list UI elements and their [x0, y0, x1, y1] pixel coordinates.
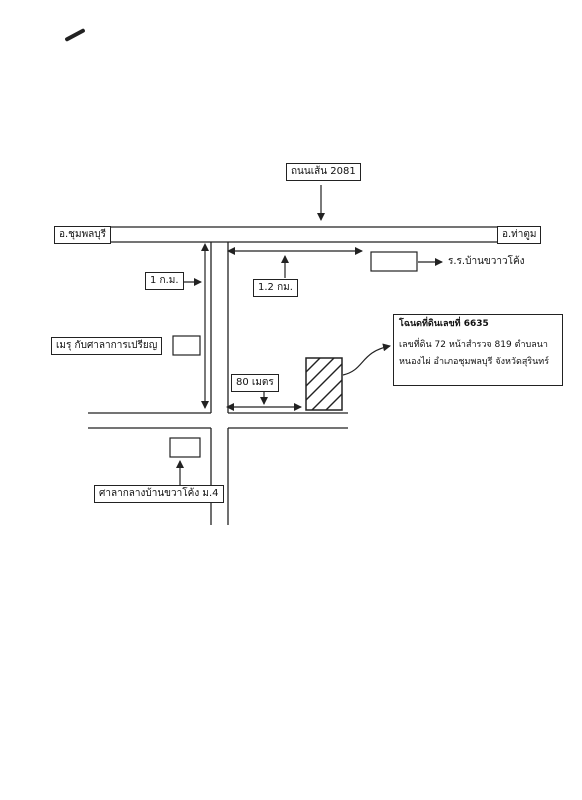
land-deed-info-box: โฉนดที่ดินเลขที่ 6635 เลขที่ดิน 72 หน้าส…: [393, 314, 563, 386]
distance-1km-label: 1 ก.ม.: [145, 272, 184, 290]
land-location: หนองไผ่ อำเภอชุมพลบุรี จังหวัดสุรินทร์: [399, 356, 550, 367]
school-label: ร.ร.บ้านขวาวโค้ง: [448, 256, 525, 267]
side-road-vertical: [210, 242, 229, 525]
plot-callout-arrow: [342, 343, 391, 376]
deed-number: โฉนดที่ดินเลขที่ 6635: [399, 319, 489, 329]
village-hall-label: ศาลากลางบ้านขวาโค้ง ม.4: [94, 485, 224, 503]
village-hall-building: [169, 437, 201, 458]
road-2081-label: ถนนเส้น 2081: [286, 163, 361, 181]
side-road-horizontal: [88, 412, 348, 429]
main-road-2081: [92, 226, 497, 243]
distance-80m-label: 80 เมตร: [231, 374, 279, 392]
pavilion-building: [172, 335, 201, 356]
tha-tum-label: อ.ท่าตูม: [497, 226, 542, 244]
land-plot: [305, 357, 343, 411]
distance-1-2km-label: 1.2 กม.: [253, 279, 298, 297]
school-building: [370, 251, 418, 272]
chumphon-buri-label: อ.ชุมพลบุรี: [54, 226, 112, 244]
pavilion-label: เมรุ กับศาลาการเปรียญ: [51, 337, 163, 355]
land-number: เลขที่ดิน 72 หน้าสำรวจ 819 ตำบลนา: [399, 339, 548, 350]
